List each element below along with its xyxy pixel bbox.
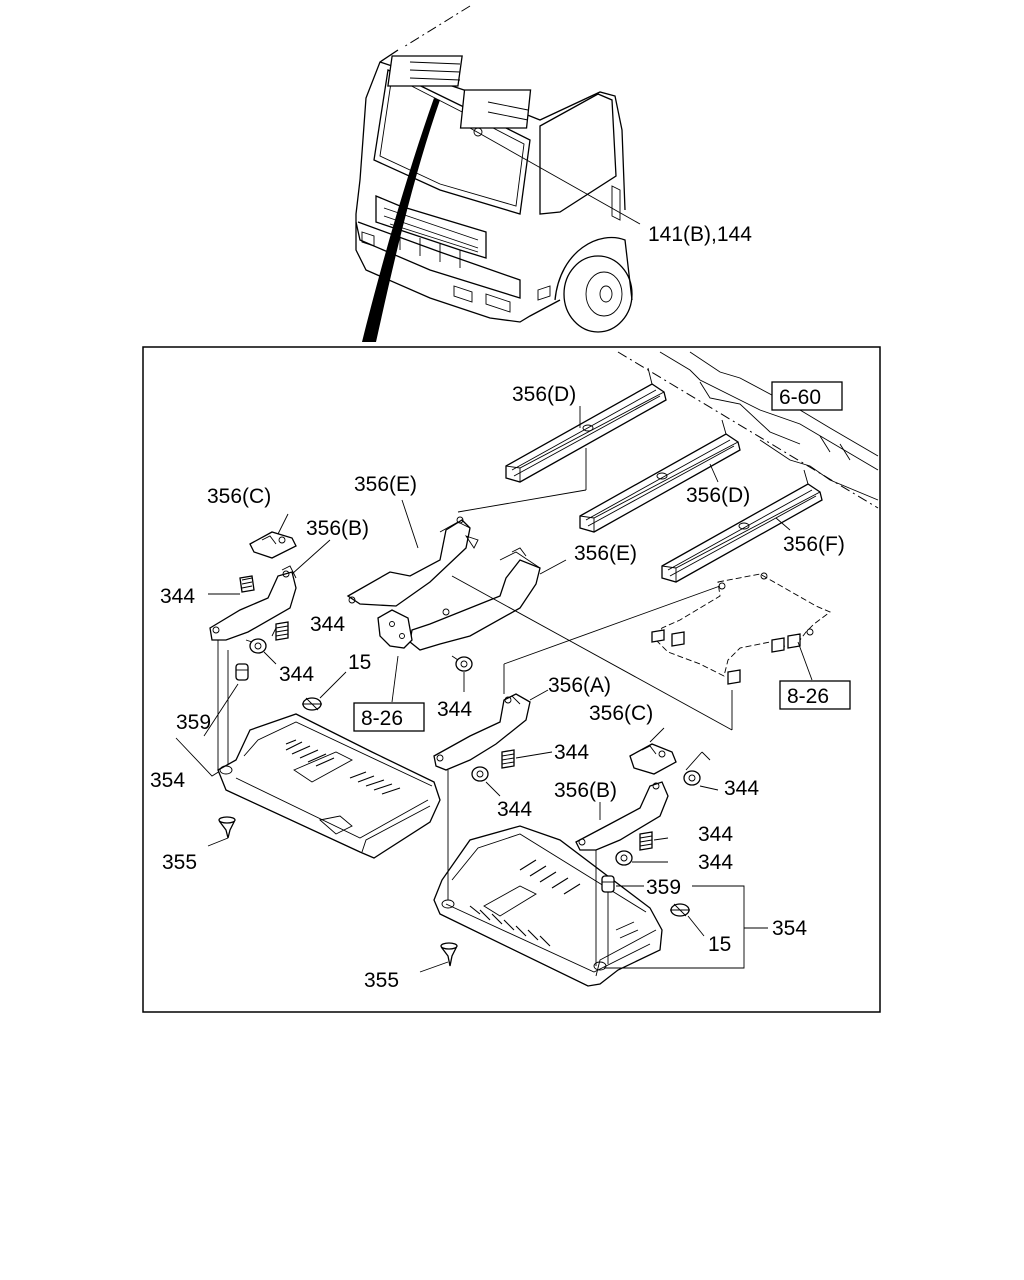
bolt-344-right [639, 831, 653, 851]
bolt-344-left-mid [275, 621, 289, 641]
callout-344-b: 344 [310, 613, 345, 636]
ref-8-26-left: 8-26 [361, 707, 403, 730]
screw-355-right [419, 942, 458, 973]
nut-344-left [245, 638, 267, 654]
ref-box-8-26-right [779, 680, 851, 710]
callout-344-c: 344 [279, 663, 314, 686]
nut-344-mid [451, 655, 473, 672]
callout-355-left: 355 [162, 851, 197, 874]
step-box-right [433, 825, 663, 987]
step-tread-lower [661, 469, 823, 583]
step-tread-top [505, 367, 667, 483]
callout-359-left: 359 [176, 711, 211, 734]
callout-356e-middle: 356(E) [574, 542, 637, 565]
callout-344-a: 344 [160, 585, 195, 608]
plug-359-right [601, 875, 615, 893]
ref-box-6-60 [771, 381, 843, 411]
callout-356c-right: 356(C) [589, 702, 653, 725]
callout-344-f: 344 [497, 798, 532, 821]
frame-rail [617, 351, 879, 509]
bolt-344-left-upper [239, 575, 255, 593]
bracket-356c-left [249, 531, 297, 559]
nut-344-center [471, 766, 489, 782]
screw-355-left [207, 816, 236, 847]
callout-354-right: 354 [772, 917, 807, 940]
bolt-344-center [501, 749, 515, 769]
bracket-356e-left [346, 516, 479, 607]
bracket-small-8-26 [377, 609, 413, 649]
ref-box-8-26-left [353, 702, 425, 732]
callout-cab-vent: 141(B),144 [648, 223, 752, 246]
callout-356f: 356(F) [783, 533, 845, 556]
bracket-356b-left [209, 565, 297, 641]
callout-354-left: 354 [150, 769, 185, 792]
nut-344-right [615, 850, 633, 866]
step-tread-middle [579, 419, 741, 533]
nut-344-right-upper [683, 770, 701, 786]
step-box-left [217, 713, 441, 859]
plug-359-left [235, 663, 249, 681]
callout-355-right: 355 [364, 969, 399, 992]
clip-15-left [302, 697, 322, 711]
callout-344-e: 344 [554, 741, 589, 764]
callout-356e-left: 356(E) [354, 473, 417, 496]
callout-344-h: 344 [698, 823, 733, 846]
callout-344-g: 344 [724, 777, 759, 800]
ref-8-26-right: 8-26 [787, 685, 829, 708]
callout-356a: 356(A) [548, 674, 611, 697]
callout-359-right: 359 [646, 876, 681, 899]
callout-344-i: 344 [698, 851, 733, 874]
callout-356d-top: 356(D) [512, 383, 576, 406]
bracket-356c-right [629, 743, 677, 775]
callout-356c-left: 356(C) [207, 485, 271, 508]
callout-15-left: 15 [348, 651, 371, 674]
truck-cab-illustration [355, 5, 641, 342]
clip-15-right [670, 903, 690, 917]
callout-356d-middle: 356(D) [686, 484, 750, 507]
cross-member-plate [651, 572, 831, 685]
bracket-356e-middle [409, 547, 541, 651]
detail-frame [142, 346, 881, 1013]
callout-356b-right: 356(B) [554, 779, 617, 802]
bracket-356b-right [575, 781, 669, 851]
callout-15-right: 15 [708, 933, 731, 956]
ref-6-60: 6-60 [779, 386, 821, 409]
callout-344-d: 344 [437, 698, 472, 721]
callout-356b-left: 356(B) [306, 517, 369, 540]
bracket-356a [433, 693, 531, 771]
